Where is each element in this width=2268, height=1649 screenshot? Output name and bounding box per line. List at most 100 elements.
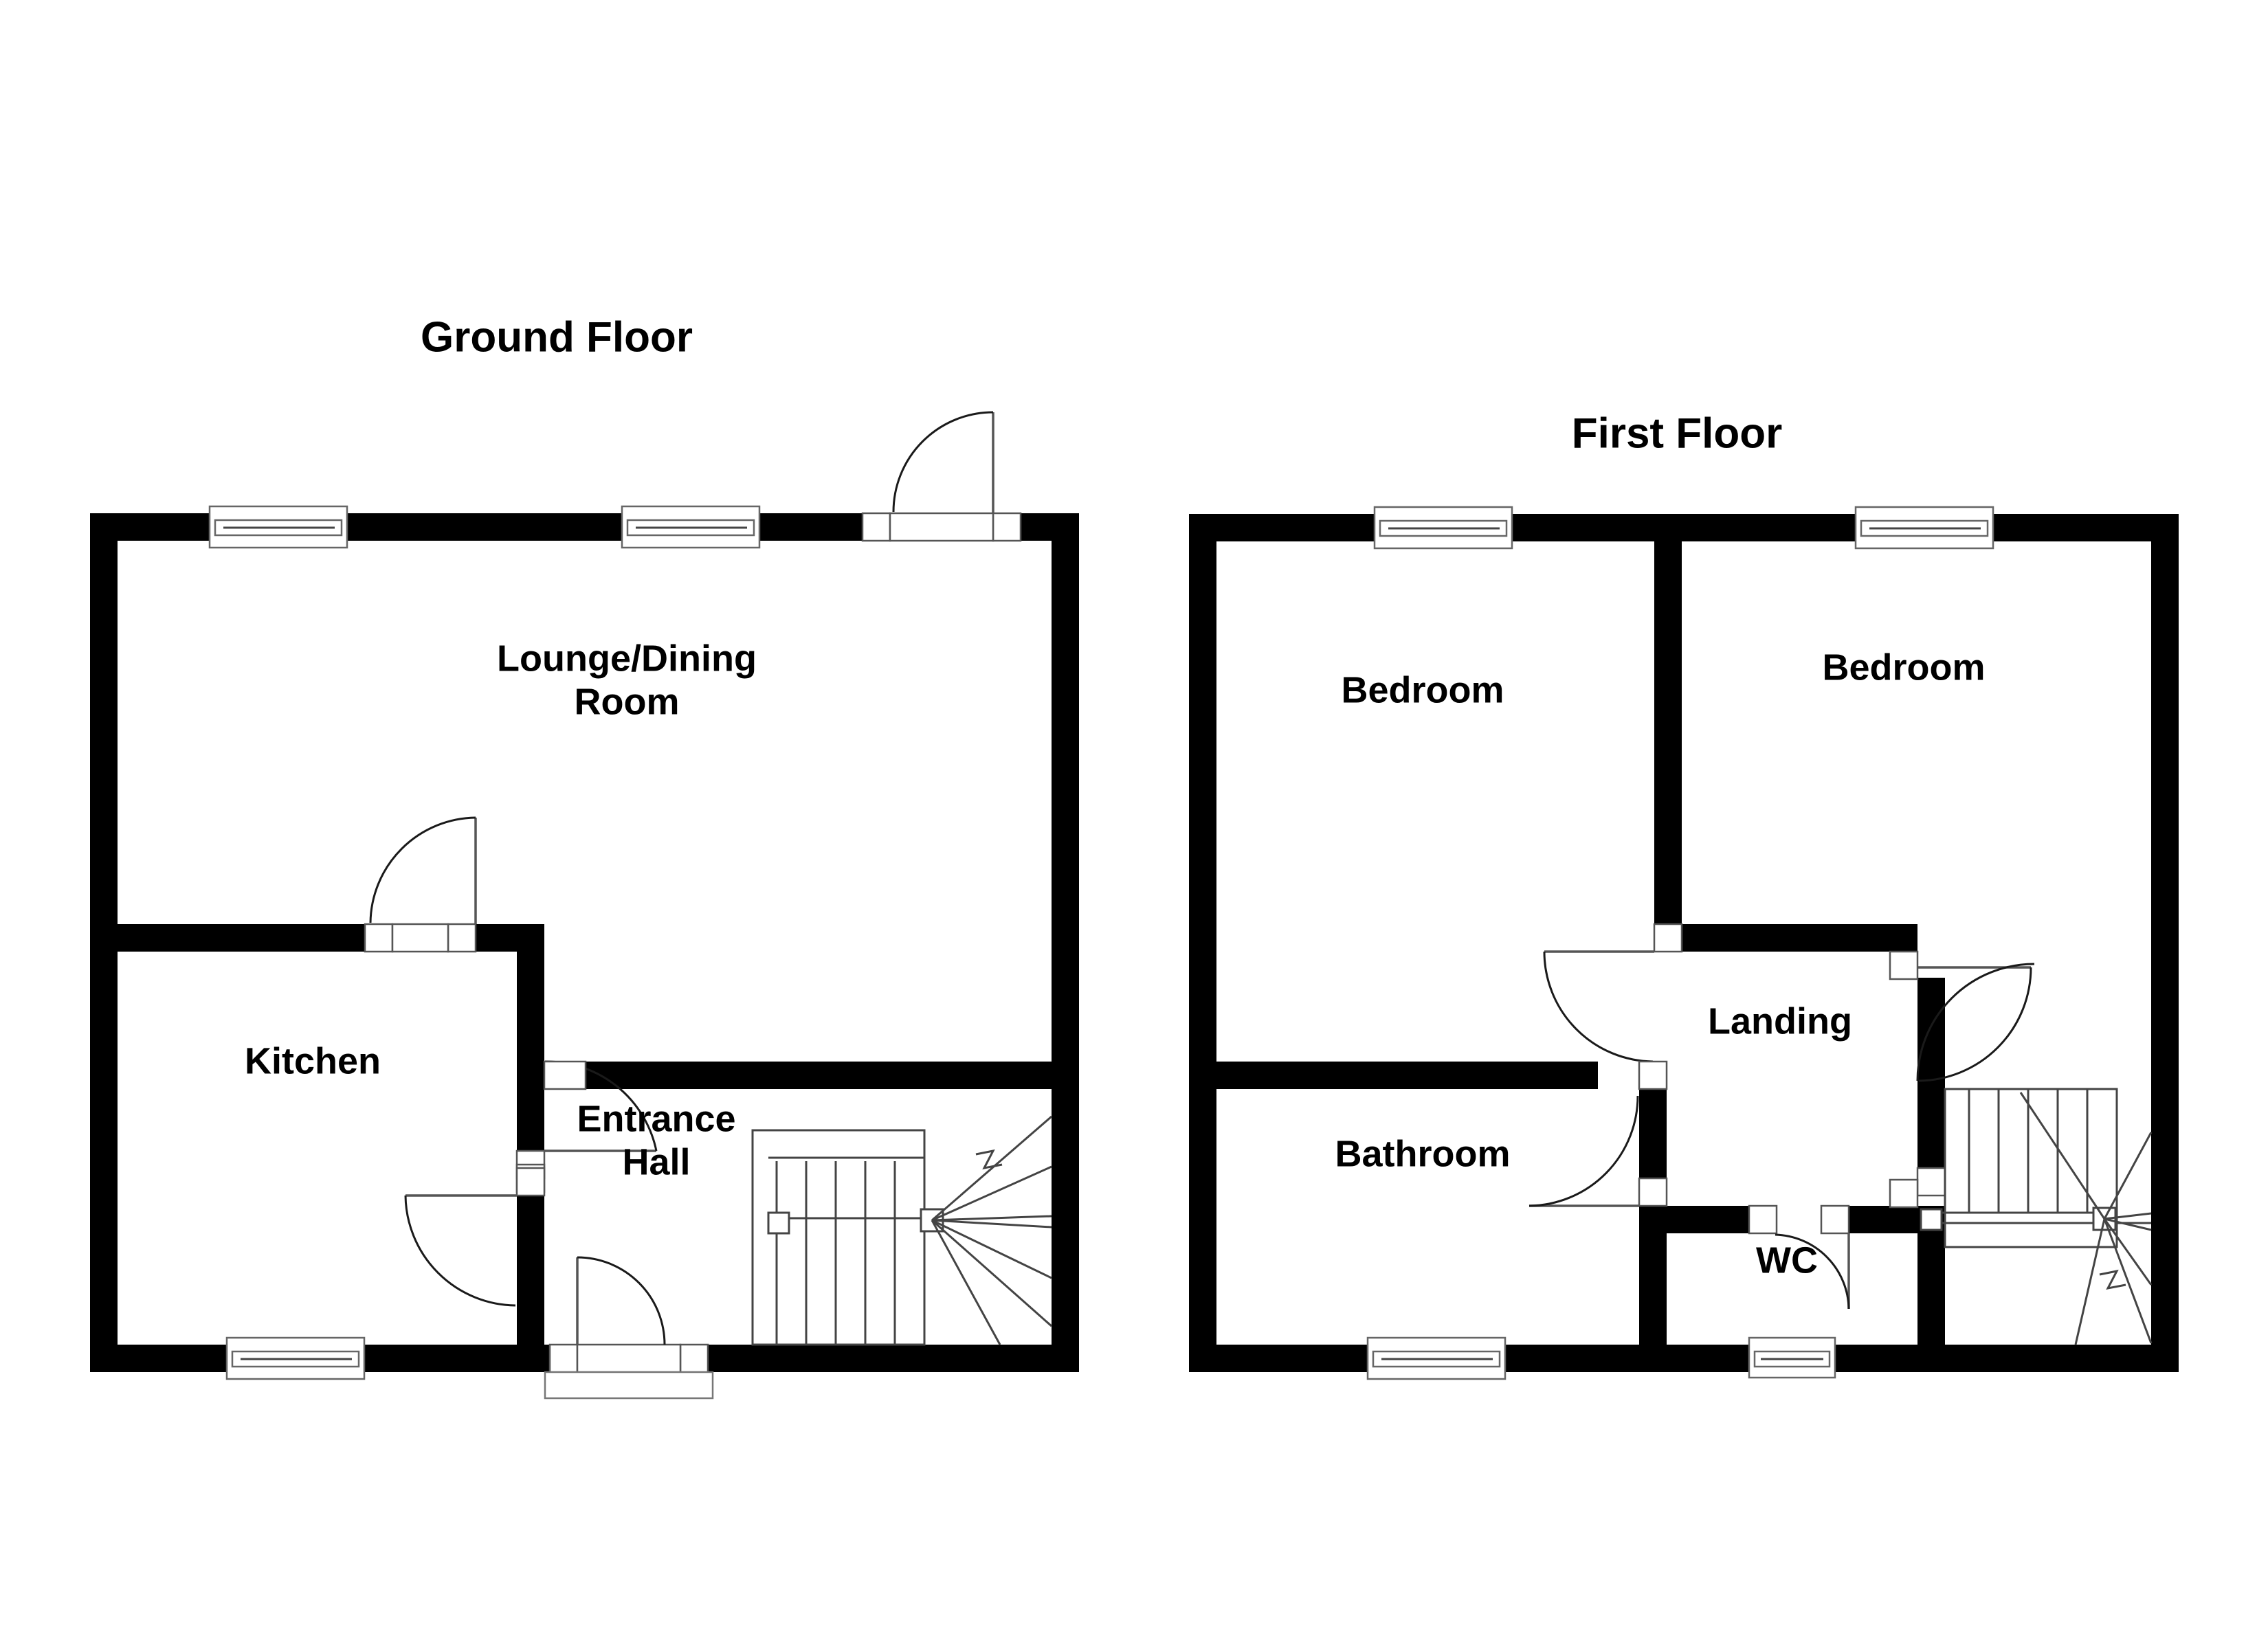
bedroom-right-landing-wall [1682, 924, 1917, 952]
wc-top-wall-left [1667, 1206, 1749, 1233]
room-label-bedroom-left: Bedroom [1341, 669, 1504, 710]
door-jamb-left [861, 512, 891, 542]
room-label-wc: WC [1756, 1239, 1818, 1281]
room-label-lounge-dining-line1: Lounge/Dining [497, 638, 757, 679]
door-opening [576, 1343, 682, 1373]
door-jamb-right [447, 923, 477, 953]
room-label-bedroom-right: Bedroom [1822, 647, 1985, 688]
door-jamb-bottom [1916, 1167, 1946, 1197]
bedroom-divider-wall [1654, 514, 1682, 926]
bathroom-right-wall-lower [1639, 1230, 1667, 1345]
door-jamb-right [1820, 1204, 1850, 1235]
door-jamb-top [1638, 1060, 1668, 1090]
door-bathroom [1528, 1060, 1668, 1207]
room-label-landing: Landing [1708, 1000, 1852, 1042]
room-label-bathroom: Bathroom [1335, 1133, 1511, 1174]
stair-winder-line [931, 1219, 1052, 1327]
door-wc [1748, 1204, 1850, 1310]
stair-newel-post [767, 1211, 790, 1235]
lounge-hall-wall [586, 1062, 1052, 1089]
door-front-entrance [544, 1256, 714, 1400]
stair-winder-line [2019, 1092, 2106, 1220]
first-floor-room-labels: Bedroom Bedroom Landing Bathroom WC [1335, 647, 1986, 1281]
door-rear-exterior [861, 411, 1022, 542]
window-bedroom-left-top [1373, 506, 1513, 550]
door-jamb-left [548, 1343, 579, 1373]
door-swing-arc [1543, 951, 1654, 1063]
door-jamb-left [1748, 1204, 1778, 1235]
stair-winder-line [931, 1219, 1052, 1229]
stair-winder-line [2074, 1218, 2106, 1345]
stair-up-arrow-icon [975, 1149, 1003, 1170]
door-jamb-top [1889, 950, 1919, 980]
door-threshold-step [544, 1371, 714, 1400]
door-jamb [515, 1167, 546, 1197]
room-label-kitchen: Kitchen [245, 1040, 381, 1081]
opening-lounge-hall [543, 1060, 587, 1090]
door-hall-to-kitchen [404, 1167, 546, 1307]
door-opening [391, 923, 449, 953]
stair-winder-line [931, 1219, 1052, 1279]
room-label-entrance-hall-line1: Entrance [577, 1098, 735, 1139]
ground-floor-staircase [751, 1115, 1052, 1346]
window-lounge-top-middle [621, 505, 761, 549]
window-bathroom-bottom [1366, 1336, 1507, 1380]
door-jamb-right [679, 1343, 709, 1373]
stair-winder-line [2104, 1212, 2152, 1220]
first-floor-title: First Floor [1572, 410, 1783, 457]
stair-winder-line [931, 1165, 1052, 1222]
door-swing-arc-alt [1916, 963, 2035, 1081]
window-wc-bottom [1748, 1336, 1836, 1379]
room-label-entrance-hall-line2: Hall [622, 1141, 690, 1182]
ground-floor-doors [364, 411, 1022, 1400]
opening-landing-stair [1889, 1178, 1919, 1209]
kitchen-hall-wall-upper [517, 924, 544, 1151]
stair-flight [751, 1129, 926, 1346]
kitchen-lounge-wall-right-stub [476, 924, 517, 952]
bedroom-left-bathroom-wall [1189, 1062, 1598, 1089]
bathroom-right-wall [1639, 1089, 1667, 1230]
wall-opening [543, 1060, 587, 1090]
stair-winder-line [2104, 1218, 2152, 1231]
stair-winder-line [931, 1220, 1001, 1345]
door-bedroom-right [1889, 950, 2035, 1197]
door-kitchen [364, 816, 477, 953]
stair-newel-post [1920, 1208, 1943, 1231]
stair-up-arrow-icon [2099, 1269, 2126, 1290]
wall-opening [1889, 1178, 1919, 1209]
stair-winder-line [2103, 1218, 2153, 1344]
wc-top-wall-right [1849, 1206, 1917, 1233]
door-swing-arc [404, 1195, 516, 1307]
window-kitchen-bottom [225, 1336, 366, 1380]
window-bedroom-right-top [1854, 506, 1994, 550]
kitchen-lounge-wall [90, 924, 365, 952]
window-lounge-top-left [208, 505, 348, 549]
door-swing-arc [892, 411, 994, 513]
door-jamb [1653, 923, 1683, 953]
stair-winder-line [2103, 1132, 2153, 1220]
door-bedroom-left [1543, 923, 1683, 1063]
door-swing-arc [1775, 1233, 1850, 1310]
door-jamb-bottom [1638, 1177, 1668, 1207]
ground-floor-room-labels: Lounge/Dining Room Kitchen Entrance Hall [245, 638, 757, 1182]
door-swing-arc [577, 1256, 666, 1345]
first-floor-staircase [1920, 1088, 2153, 1345]
stair-winder-line [931, 1115, 1052, 1222]
first-floor-windows [1366, 506, 1994, 1380]
door-swing-arc [1528, 1095, 1639, 1207]
stair-winder-line [931, 1215, 1052, 1222]
kitchen-hall-wall-lower [517, 1192, 544, 1345]
door-opening [889, 512, 994, 542]
ground-floor-walls [90, 513, 1079, 1372]
ground-floor-windows [208, 505, 761, 1380]
first-floor-doors [1528, 923, 2035, 1310]
door-swing-arc [1918, 967, 2032, 1082]
door-swing-arc [369, 816, 476, 923]
stair-winder-line [2103, 1218, 2153, 1286]
ground-floor-plan: Ground Floor [90, 313, 1079, 1400]
room-label-lounge-dining-line2: Room [575, 681, 680, 722]
first-floor-plan: First Floor [1189, 410, 2179, 1380]
